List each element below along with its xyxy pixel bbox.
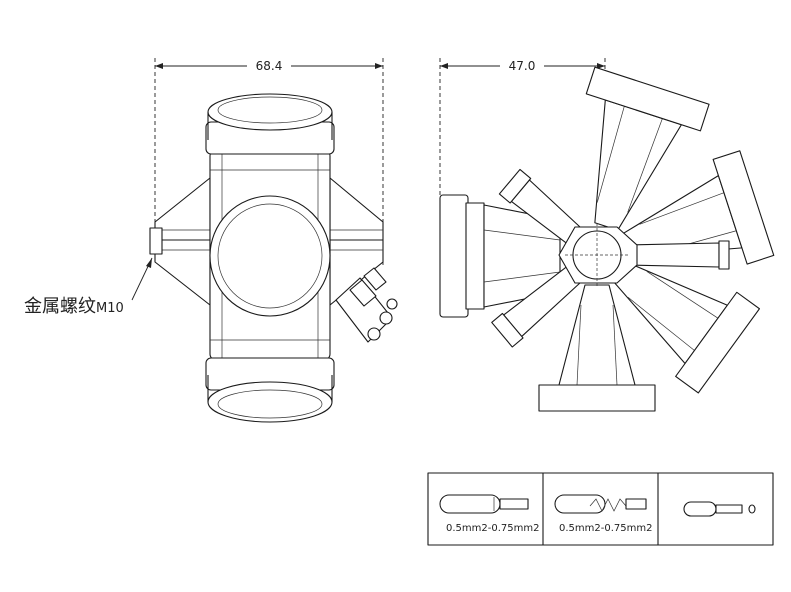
wire-table <box>427 472 774 546</box>
wire-cell-2-illustration <box>554 494 647 514</box>
wire-cell-3-illustration <box>683 501 756 517</box>
front-top-cap <box>205 93 335 155</box>
side-arms <box>491 66 775 412</box>
callout-thread: M10 <box>96 301 124 316</box>
front-view: 68.4 <box>131 58 398 423</box>
dimension-width-front-value: 68.4 <box>256 59 283 73</box>
front-center-port <box>209 195 331 317</box>
wire-cell-1-illustration <box>439 494 529 514</box>
wire-cell-1-label: 0.5mm2-0.75mm2 <box>446 523 540 534</box>
dimension-width-front: 68.4 <box>154 58 384 268</box>
side-left-base <box>439 194 561 318</box>
dimension-width-side: 47.0 <box>439 58 606 200</box>
side-arms-front <box>149 177 384 306</box>
terminal-block <box>335 267 398 343</box>
front-bottom-cap <box>205 357 335 423</box>
callout-text: 金属螺纹M10 <box>24 292 124 318</box>
callout-label: 金属螺纹 <box>24 296 96 317</box>
side-view: 47.0 <box>439 58 775 412</box>
dimension-width-side-value: 47.0 <box>509 59 536 73</box>
callout-leader <box>131 257 153 301</box>
wire-cell-2-label: 0.5mm2-0.75mm2 <box>559 523 653 534</box>
